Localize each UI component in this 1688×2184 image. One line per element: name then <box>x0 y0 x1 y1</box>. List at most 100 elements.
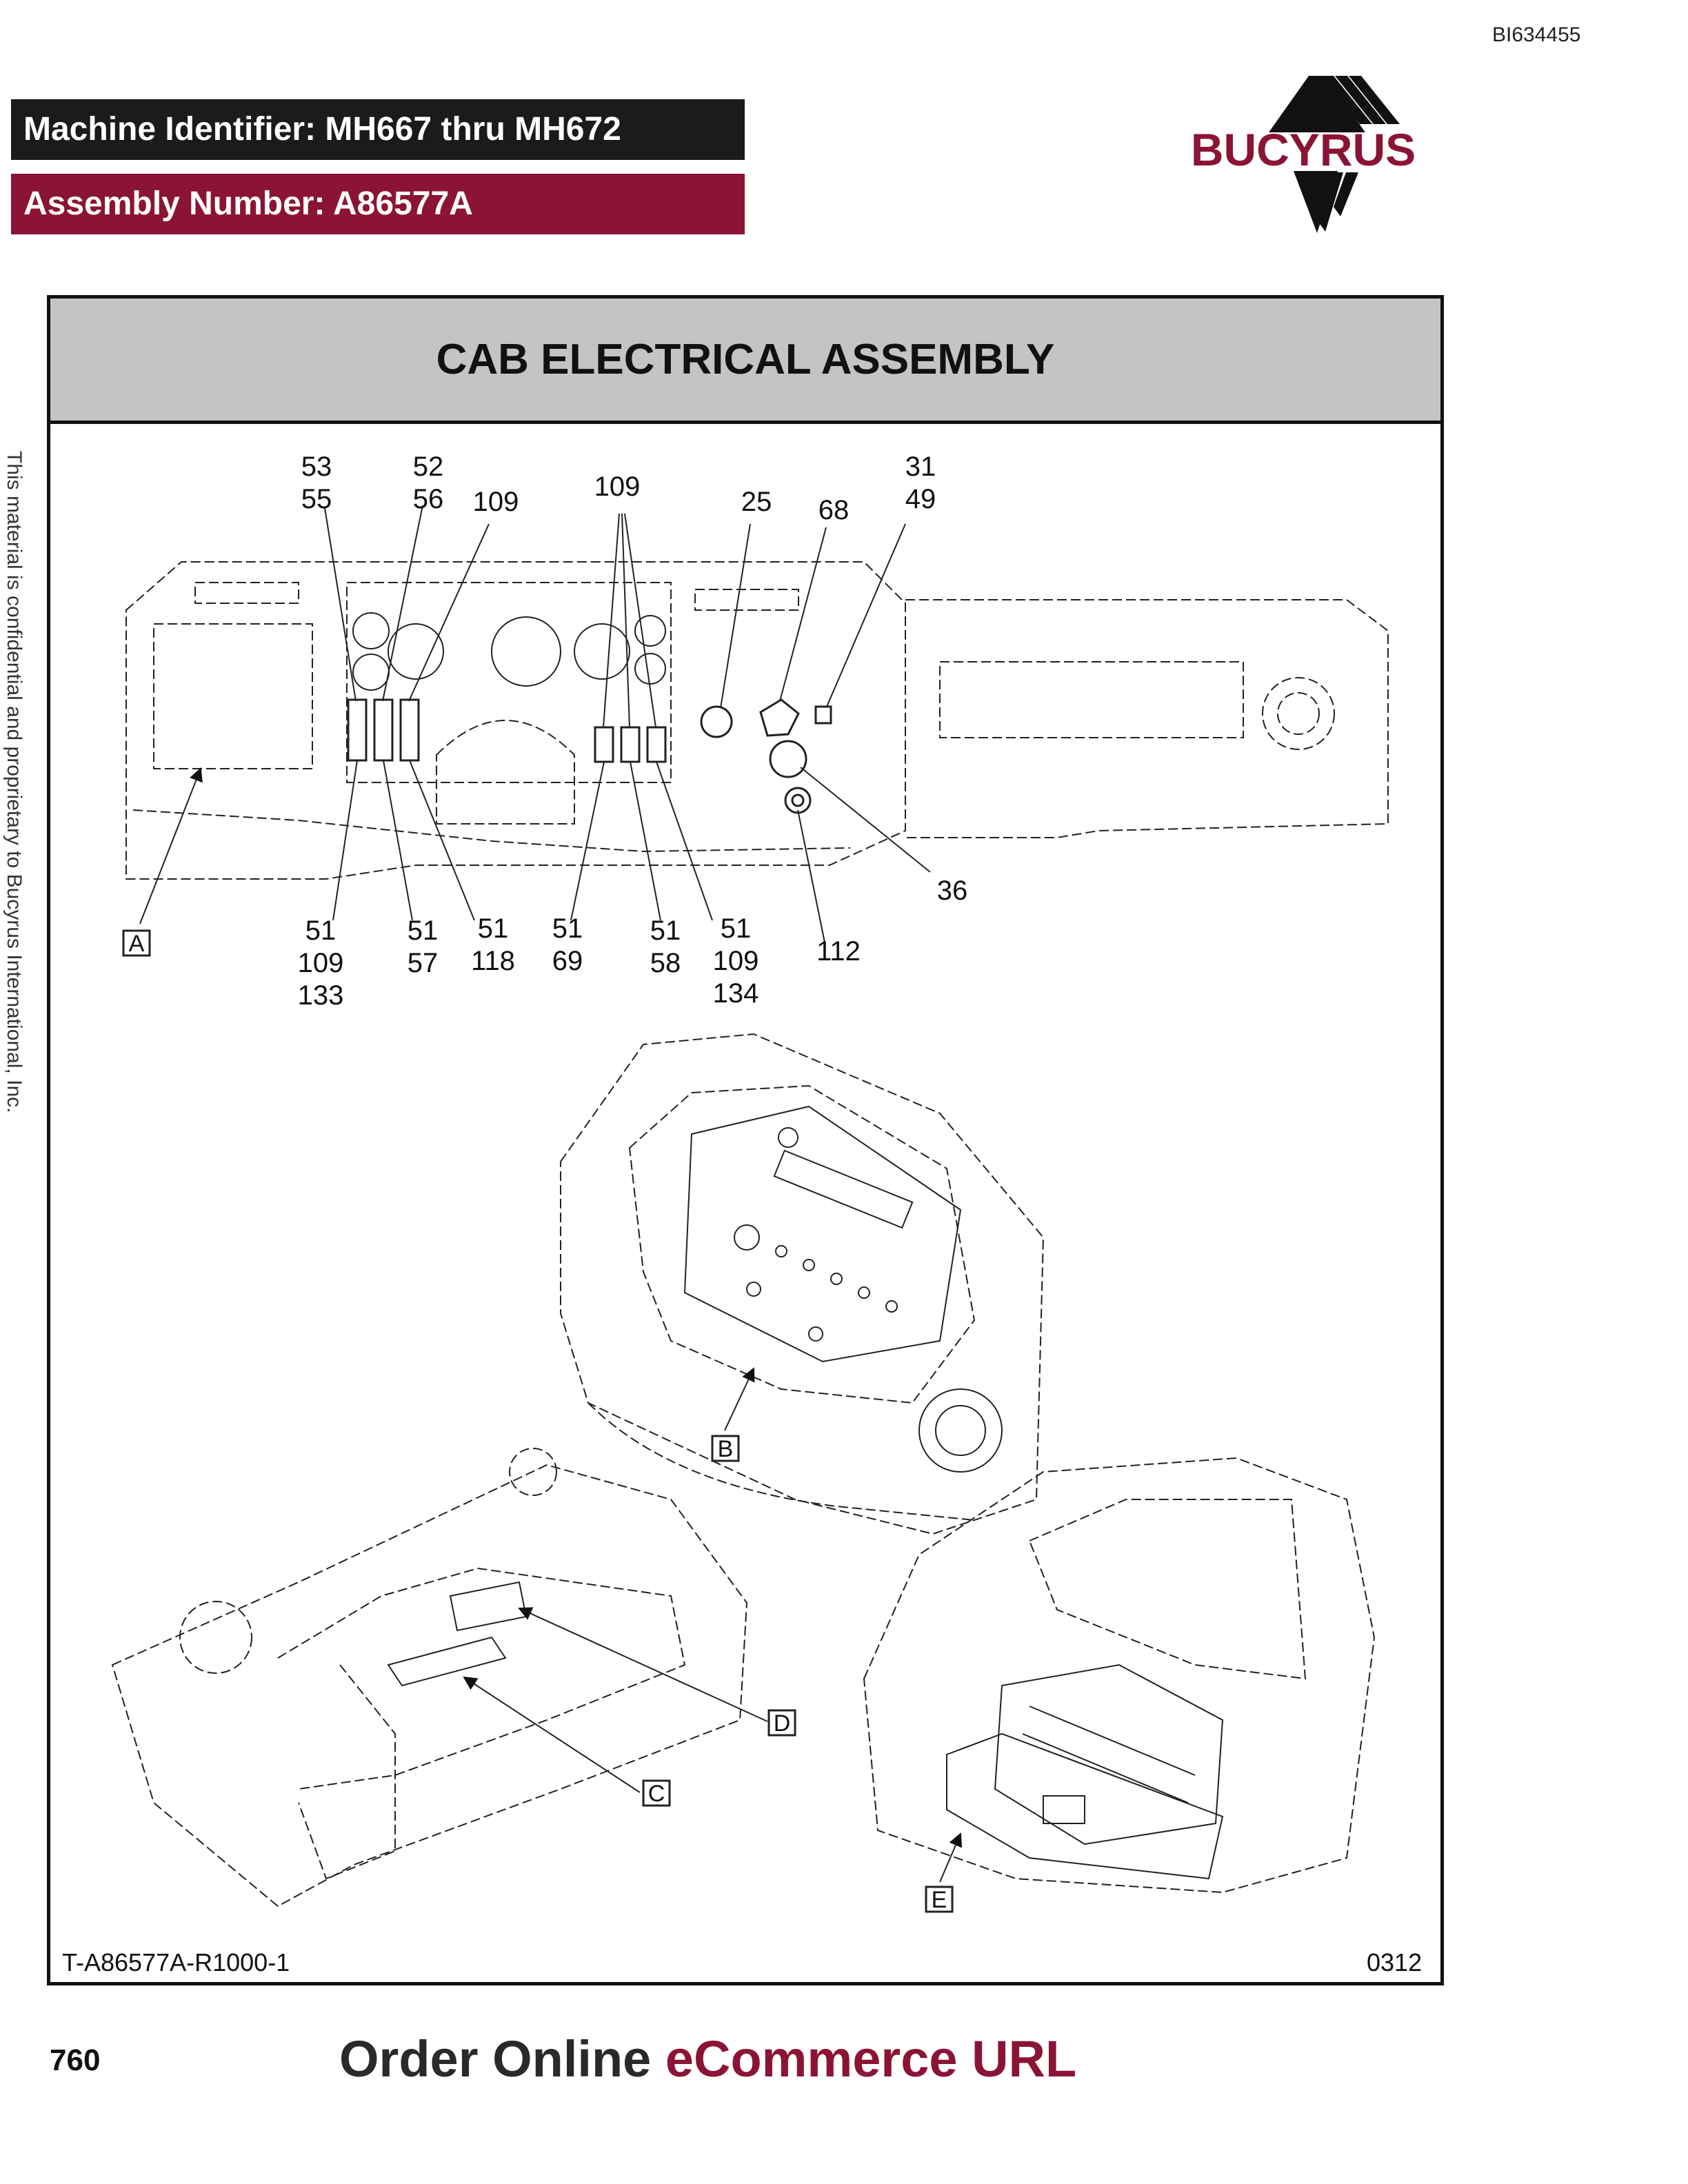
callout-133: 133 <box>298 980 344 1011</box>
rocker-switch <box>594 726 614 763</box>
fuse-box <box>994 1664 1224 1846</box>
callout-51-d: 51 <box>552 913 583 944</box>
leader <box>779 527 827 702</box>
view-tag-d: D <box>774 1710 791 1737</box>
leader <box>797 809 825 943</box>
console-connector <box>808 1326 823 1342</box>
console-connector <box>734 1224 760 1251</box>
leader <box>332 760 358 921</box>
view-tag-box <box>925 1885 954 1913</box>
indicator-31-49 <box>814 705 832 725</box>
underside-speaker-top <box>509 1448 557 1496</box>
gauge <box>634 653 666 685</box>
console-connector <box>830 1273 843 1285</box>
machine-identifier-bar: Machine Identifier: MH667 thru MH672 <box>11 99 745 160</box>
view-tag-c: C <box>648 1781 665 1807</box>
callout-134: 134 <box>713 978 759 1009</box>
fuse-relay <box>1043 1795 1085 1824</box>
confidential-note-text: This material is confidential and propri… <box>3 451 26 1113</box>
leader <box>408 523 490 702</box>
gauge <box>352 654 390 691</box>
figure-id: T-A86577A-R1000-1 <box>62 1948 290 1976</box>
view-e-components: E <box>925 1664 1224 1913</box>
callout-51-a: 51 <box>305 916 336 946</box>
underside-leg <box>298 1664 396 1880</box>
leader <box>409 760 475 921</box>
fuse-row <box>1029 1706 1196 1776</box>
console-inner <box>628 1084 976 1404</box>
view-tag-b: B <box>718 1436 734 1462</box>
leader-c <box>463 1676 641 1793</box>
callout-109-d: 109 <box>713 946 759 976</box>
figure-code: 0312 <box>1367 1948 1423 1976</box>
dash-top-vent-left <box>194 582 299 604</box>
order-online-link[interactable]: Order Online eCommerce URL <box>339 2030 1076 2088</box>
view-a-switches <box>347 698 832 814</box>
view-tag-box <box>767 1709 796 1737</box>
console-connector <box>775 1245 787 1257</box>
logo-stripe-2 <box>1335 76 1386 124</box>
callout-31: 31 <box>905 452 936 482</box>
underside-frame <box>277 1567 686 1790</box>
view-cd-components: D C <box>387 1581 796 1807</box>
leader <box>800 767 931 873</box>
console-outline <box>560 1033 1045 1535</box>
gauge <box>388 623 444 680</box>
fuse-row <box>1022 1733 1189 1803</box>
console-connector <box>778 1127 798 1148</box>
leader <box>621 513 630 728</box>
dash-relay-panel <box>939 661 1244 738</box>
rocker-switch <box>399 698 420 762</box>
key-switch-68 <box>759 698 800 737</box>
view-tag-box <box>711 1435 740 1462</box>
ecommerce-url-text: eCommerce URL <box>665 2030 1077 2087</box>
harness-c <box>387 1636 507 1687</box>
fuse-base-plate <box>946 1732 1224 1880</box>
view-a-gauges <box>352 612 666 691</box>
dash-speaker-inner <box>1277 692 1320 735</box>
callout-112: 112 <box>816 936 861 967</box>
rocker-switch <box>373 698 394 762</box>
view-b-console <box>560 1033 1045 1535</box>
logo-mark-top <box>1269 76 1365 132</box>
gauge <box>574 623 630 680</box>
callout-51-e: 51 <box>650 916 681 946</box>
leader-a <box>139 767 203 924</box>
cab-electrical-drawing: 53 55 52 56 109 109 25 68 31 49 51 109 1… <box>111 452 1389 1913</box>
console-connector <box>885 1300 898 1313</box>
callout-55: 55 <box>301 484 332 514</box>
gauge <box>352 612 390 649</box>
assembly-number-bar: Assembly Number: A86577A <box>11 174 745 234</box>
console-speaker <box>918 1388 1003 1473</box>
console-speaker-inner <box>935 1405 986 1456</box>
view-e-fuse-panel <box>863 1457 1376 1894</box>
gauge <box>634 615 666 647</box>
underside-outline <box>111 1464 748 1908</box>
leader <box>603 513 620 728</box>
leader <box>630 761 661 921</box>
dash-steering-column <box>436 720 575 825</box>
leader <box>720 523 751 709</box>
callout-68: 68 <box>818 495 850 525</box>
console-edge <box>587 1402 975 1521</box>
doc-id: BI634455 <box>1492 23 1581 46</box>
rocker-switch <box>620 726 641 763</box>
page-number: 760 <box>50 2043 101 2077</box>
dash-right-wing <box>905 599 1389 838</box>
logo-stripe-1 <box>1321 76 1372 124</box>
rocker-switch <box>347 698 368 762</box>
callout-69: 69 <box>552 946 583 976</box>
callout-109-b: 109 <box>594 472 641 502</box>
confidential-note: This material is confidential and propri… <box>0 451 28 1292</box>
logo-mark-bottom <box>1294 171 1338 233</box>
leader <box>324 507 356 702</box>
view-a-tag: A <box>122 929 151 957</box>
dash-glovebox <box>153 623 313 769</box>
callout-51-b: 51 <box>408 916 439 946</box>
view-tag-a: A <box>129 931 145 957</box>
callout-49: 49 <box>905 484 936 514</box>
view-a-leaders <box>139 505 931 943</box>
order-online-text: Order Online <box>339 2030 652 2087</box>
console-relay-row <box>773 1149 914 1229</box>
dash-cluster-hood <box>346 582 672 783</box>
